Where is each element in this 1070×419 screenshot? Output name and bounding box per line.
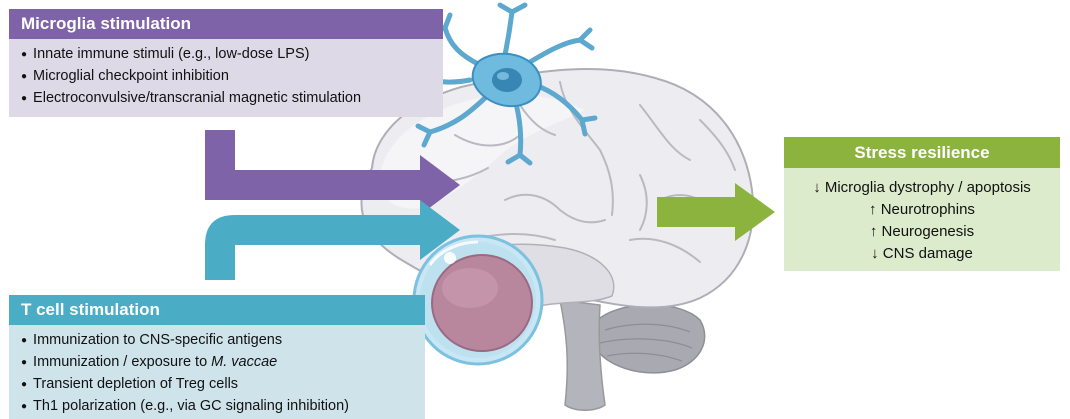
t-cell-stimulation-list: Immunization to CNS-specific antigens Im… xyxy=(9,325,425,419)
microglia-title-text: Microglia stimulation xyxy=(21,14,191,34)
t-cell-icon xyxy=(414,236,542,364)
t-cell-stimulation-title: T cell stimulation xyxy=(9,295,425,325)
list-item: Electroconvulsive/transcranial magnetic … xyxy=(21,88,443,110)
outcome-item: ↑ Neurotrophins xyxy=(784,199,1060,221)
m-vaccae-italic: M. vaccae xyxy=(211,354,277,370)
outcome-item: ↓ CNS damage xyxy=(784,243,1060,265)
list-item: Innate immune stimuli (e.g., low-dose LP… xyxy=(21,44,443,66)
list-item: Microglial checkpoint inhibition xyxy=(21,66,443,88)
stress-resilience-list: ↓ Microglia dystrophy / apoptosis ↑ Neur… xyxy=(784,168,1060,271)
outcome-item: ↓ Microglia dystrophy / apoptosis xyxy=(784,177,1060,199)
list-item: Immunization / exposure to M. vaccae xyxy=(21,352,425,374)
microglia-stimulation-title: Microglia stimulation xyxy=(9,9,443,39)
t-cell-title-text: T cell stimulation xyxy=(21,300,160,320)
list-item: Immunization to CNS-specific antigens xyxy=(21,330,425,352)
list-item: Transient depletion of Treg cells xyxy=(21,374,425,396)
microglia-stimulation-list: Innate immune stimuli (e.g., low-dose LP… xyxy=(9,39,443,117)
outcome-item: ↑ Neurogenesis xyxy=(784,221,1060,243)
stress-resilience-title: Stress resilience xyxy=(784,137,1060,168)
stress-resilience-title-text: Stress resilience xyxy=(854,143,989,163)
list-item: Th1 polarization (e.g., via GC signaling… xyxy=(21,396,425,418)
